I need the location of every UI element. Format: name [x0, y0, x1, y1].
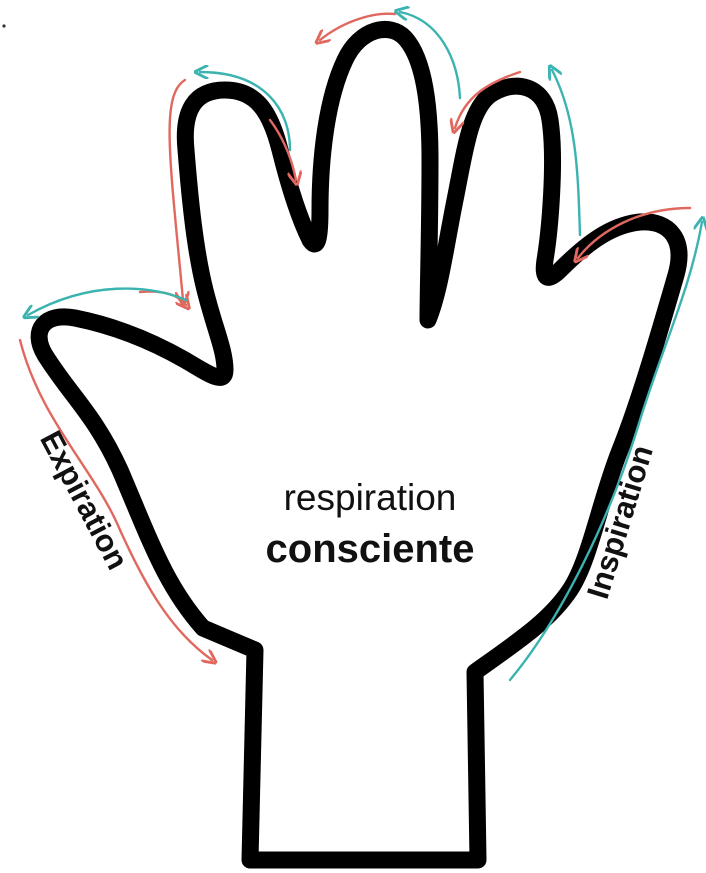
hand-outline — [39, 29, 679, 860]
center-label-line1: respiration — [284, 477, 457, 518]
center-label-line2: consciente — [266, 527, 475, 571]
corner-dot — [2, 24, 5, 27]
